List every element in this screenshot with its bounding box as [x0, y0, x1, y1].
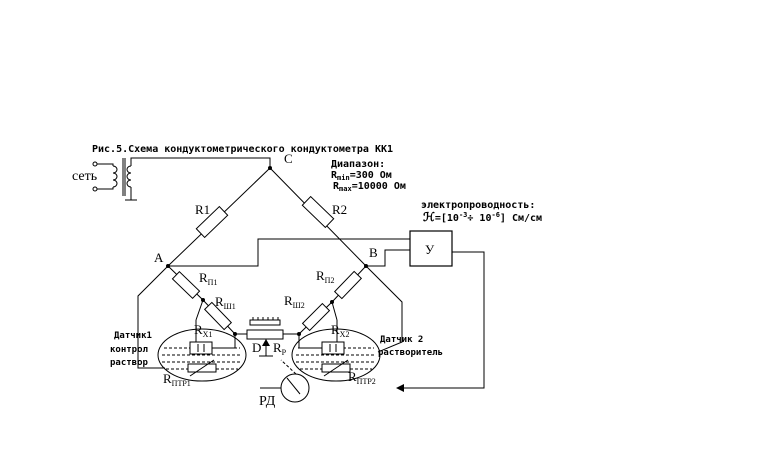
rmin-label: Rmin=300 Ом — [331, 170, 392, 182]
resistor-rp — [246, 329, 284, 340]
reversible-motor-rd: РД — [259, 359, 310, 409]
resistor-rsh1 — [203, 301, 233, 331]
primary-wire-bottom — [97, 187, 114, 190]
node-a-label: A — [154, 250, 164, 265]
mains-terminal-top — [92, 161, 98, 167]
mains-transformer: сеть — [72, 157, 271, 201]
sensor1-vessel — [157, 328, 247, 382]
rd-label: РД — [259, 394, 276, 409]
rptr1-arrow — [189, 359, 215, 377]
primary-winding — [112, 165, 118, 188]
r1-label: R1 — [195, 202, 210, 217]
rp-scale-ticks — [252, 317, 279, 320]
secondary-winding — [126, 165, 132, 188]
wire-b-to-amplifier — [366, 249, 410, 267]
resistor-rp2 — [333, 270, 363, 300]
rd-mechanical-link — [280, 359, 297, 375]
secondary-wire-to-c — [130, 157, 271, 166]
wire-a-to-amplifier — [168, 238, 410, 267]
sensor1-label-1: Датчик1 — [114, 331, 152, 341]
amplifier-box — [409, 230, 453, 267]
resistor-rsh2 — [301, 302, 331, 332]
rp-wiper-arrow — [262, 339, 270, 346]
rx2-label: RX2 — [331, 322, 349, 339]
rptr1-label: RПТР1 — [163, 371, 191, 388]
conductivity-value: ℋ=[10-3÷ 10-6] См/см — [423, 210, 542, 224]
node-rp-right — [297, 332, 301, 336]
rd-arrow — [286, 377, 301, 395]
rp-scale — [249, 319, 281, 326]
rptr2-label: RПТР2 — [348, 369, 376, 386]
primary-wire-top — [97, 163, 114, 166]
resistor-rp1 — [171, 270, 201, 300]
rp1-label: RП1 — [199, 270, 217, 287]
amplifier-label: У — [425, 242, 435, 257]
rx2-wires — [298, 320, 338, 349]
sensor1-label-3: раствор — [110, 358, 149, 368]
wire-left-junction-down — [195, 299, 204, 321]
r2-label: R2 — [332, 202, 347, 217]
conductivity-title: электропроводность: — [421, 200, 535, 211]
mains-terminal-bottom — [92, 186, 98, 192]
mains-label: сеть — [72, 169, 97, 184]
sensor1-label-2: контрол — [110, 345, 148, 355]
node-rp-left — [233, 332, 237, 336]
wire-b-right-branch — [365, 265, 403, 353]
arrow-to-rd — [396, 384, 404, 392]
wire-a-left-branch — [137, 265, 169, 369]
resistor-r2 — [301, 195, 335, 229]
wire-right-junction-down — [331, 301, 338, 321]
node-d-label: D — [252, 340, 261, 355]
rp2-label: RП2 — [316, 268, 334, 285]
figure-caption: Рис.5.Схема кондуктометрического кондукт… — [92, 144, 393, 155]
sensor2-label-2: растворитель — [378, 348, 443, 358]
resistor-r1 — [195, 205, 229, 239]
sensor2-label-1: Датчик 2 — [380, 335, 423, 345]
rheostat-rp: D RP — [233, 317, 301, 357]
rx1-wires — [195, 320, 236, 349]
resistor-rx2 — [321, 341, 345, 355]
range-title: Диапазон: — [331, 159, 385, 170]
range-block: Диапазон: Rmin=300 Ом Rmax=10000 Ом — [331, 159, 406, 193]
rp-label: RP — [273, 340, 287, 357]
resistor-rx1 — [189, 341, 213, 355]
rptr2-arrow — [323, 359, 349, 377]
conductivity-block: электропроводность: ℋ=[10-3÷ 10-6] См/см — [421, 200, 542, 224]
node-c-label: C — [284, 151, 293, 166]
rsh2-label: RШ2 — [284, 293, 305, 310]
rx1-label: RX1 — [194, 322, 212, 339]
wire-amplifier-to-rd — [402, 251, 485, 389]
sensor2-vessel — [291, 328, 381, 382]
rsh1-label: RШ1 — [215, 294, 236, 311]
node-b-label: B — [369, 245, 378, 260]
rmax-label: Rmax=10000 Ом — [333, 181, 406, 193]
